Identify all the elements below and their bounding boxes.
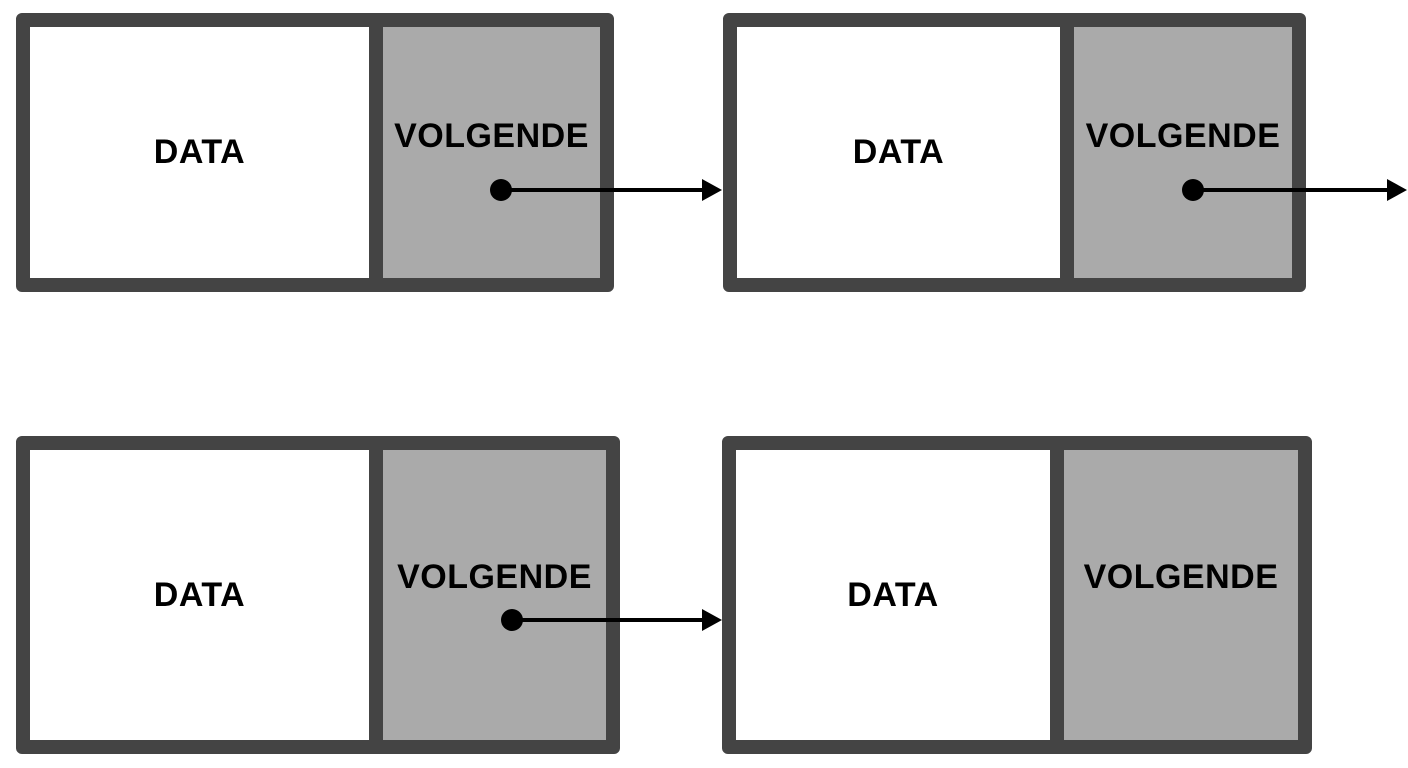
data-cell: DATA bbox=[30, 450, 369, 740]
arrowhead-icon bbox=[702, 609, 722, 631]
next-pointer-cell: VOLGENDE bbox=[1050, 450, 1298, 740]
linked-list-node-2: DATA VOLGENDE bbox=[723, 13, 1306, 292]
next-label: VOLGENDE bbox=[394, 117, 589, 155]
linked-list-node-1: DATA VOLGENDE bbox=[16, 13, 614, 292]
data-cell: DATA bbox=[737, 27, 1060, 278]
arrowhead-icon bbox=[1387, 179, 1407, 201]
next-pointer-cell: VOLGENDE bbox=[1060, 27, 1292, 278]
next-label: VOLGENDE bbox=[397, 558, 592, 596]
next-label: VOLGENDE bbox=[1085, 117, 1281, 155]
data-cell: DATA bbox=[736, 450, 1050, 740]
linked-list-node-3: DATA VOLGENDE bbox=[16, 436, 620, 754]
arrowhead-icon bbox=[702, 179, 722, 201]
data-label: DATA bbox=[847, 575, 939, 614]
linked-list-node-4: DATA VOLGENDE bbox=[722, 436, 1312, 754]
data-cell: DATA bbox=[30, 27, 369, 278]
data-label: DATA bbox=[852, 133, 945, 171]
next-pointer-cell: VOLGENDE bbox=[369, 450, 606, 740]
next-pointer-cell: VOLGENDE bbox=[369, 27, 600, 278]
data-label: DATA bbox=[153, 133, 246, 171]
data-label: DATA bbox=[153, 575, 246, 614]
next-label: VOLGENDE bbox=[1083, 558, 1279, 596]
